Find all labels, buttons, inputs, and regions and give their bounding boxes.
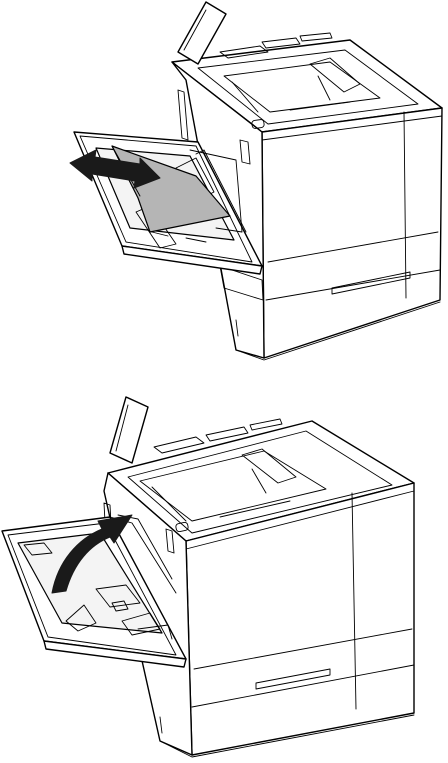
- step-2-illustration: [0, 393, 448, 763]
- printer-body: [104, 397, 414, 757]
- step-1-panel: [0, 0, 448, 370]
- step-1-illustration: [0, 0, 448, 370]
- step-2-panel: [0, 393, 448, 763]
